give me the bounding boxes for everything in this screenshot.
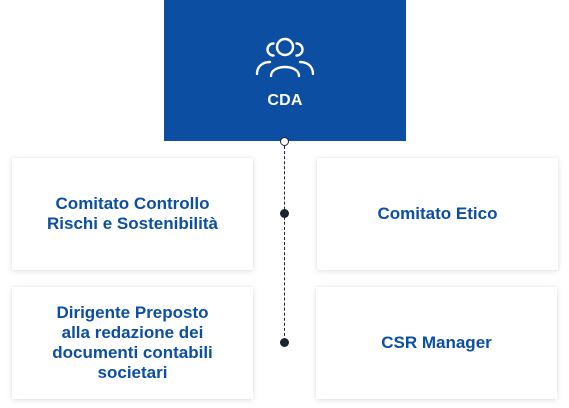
root-box-cda: CDA xyxy=(164,0,406,141)
connector-dot-1 xyxy=(280,209,289,218)
card-dirigente-preposto: Dirigente Preposto alla redazione dei do… xyxy=(12,287,253,399)
connector-start-ring xyxy=(280,137,289,146)
card-label: Comitato Etico xyxy=(377,204,498,223)
card-label: Comitato Controllo Rischi e Sostenibilit… xyxy=(47,194,218,233)
connector-dot-2 xyxy=(280,338,289,347)
card-csr-manager: CSR Manager xyxy=(316,287,557,399)
connector-line xyxy=(284,141,286,346)
card-comitato-controllo: Comitato Controllo Rischi e Sostenibilit… xyxy=(12,158,253,270)
card-label: CSR Manager xyxy=(381,333,492,352)
people-group-icon xyxy=(255,37,315,78)
root-label: CDA xyxy=(267,92,303,109)
card-comitato-etico: Comitato Etico xyxy=(317,158,558,270)
card-label: Dirigente Preposto alla redazione dei do… xyxy=(52,303,213,382)
